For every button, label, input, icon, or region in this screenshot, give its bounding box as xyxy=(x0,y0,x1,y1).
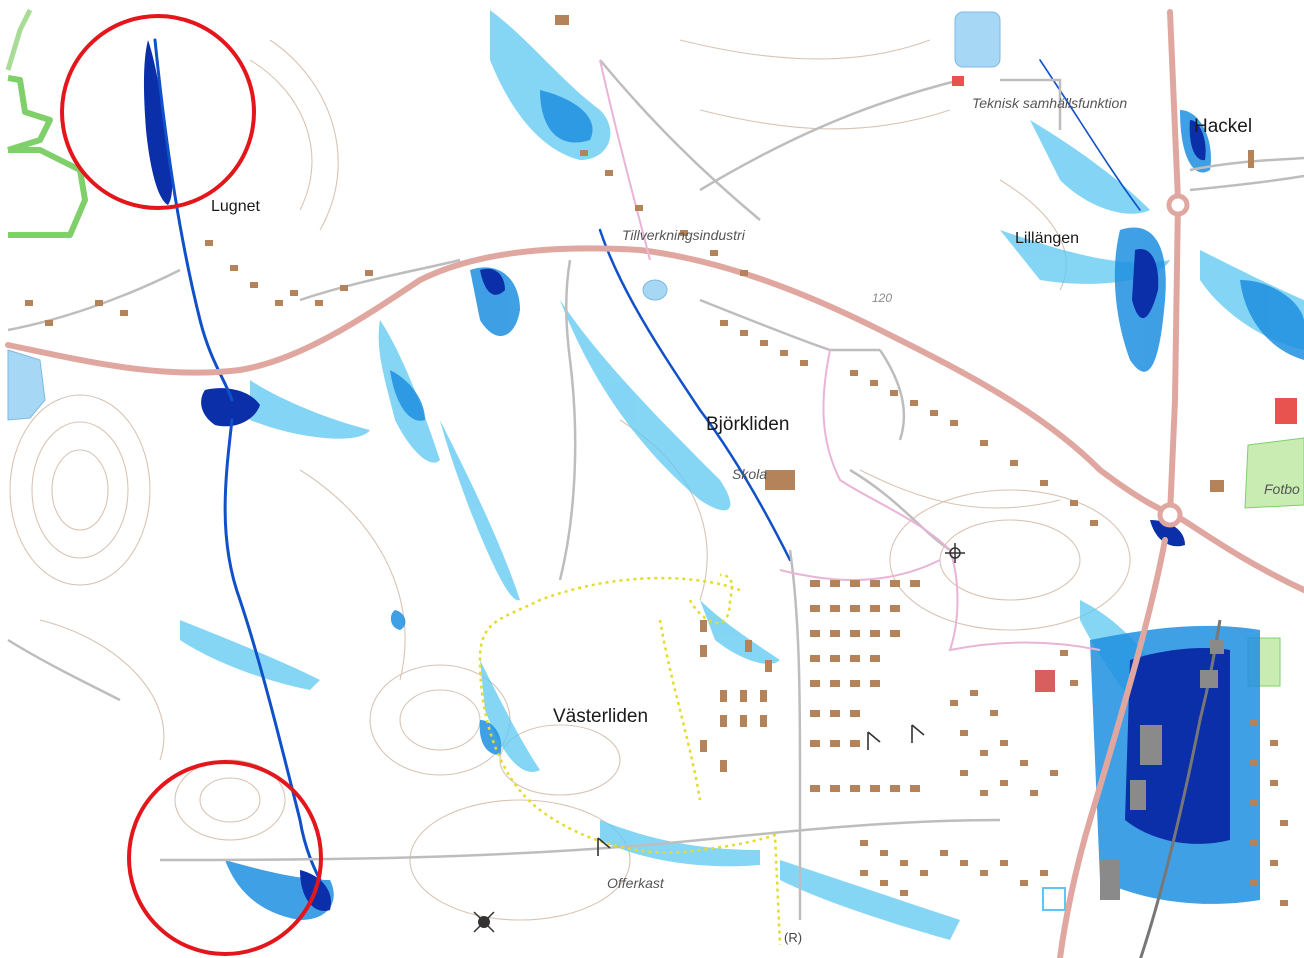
pink-paths xyxy=(599,59,1101,652)
label-tillverkningsindustri: Tillverkningsindustri xyxy=(622,227,746,243)
label-bjorkliden: Björkliden xyxy=(706,414,789,435)
highlight-markers xyxy=(60,14,323,956)
flood-extent-deep xyxy=(143,40,1230,911)
roundabouts xyxy=(1157,193,1190,528)
main-roads xyxy=(5,9,1304,958)
railway xyxy=(1139,619,1222,958)
label-teknisk-samhallsfunktion: Teknisk samhällsfunktion xyxy=(972,95,1127,111)
highlight-circle-south xyxy=(127,760,323,956)
sports-field xyxy=(1244,437,1304,509)
label-fotboll: Fotbo xyxy=(1264,481,1300,497)
summit-icon xyxy=(473,911,495,933)
industrial-buildings xyxy=(1100,640,1224,900)
boundary-line-upper xyxy=(5,8,33,71)
highlight-circle-north xyxy=(60,14,256,210)
streams xyxy=(153,38,1141,882)
label-lillangen: Lillängen xyxy=(1015,230,1079,247)
buildings-vasterliden xyxy=(700,580,1288,906)
label-lugnet: Lugnet xyxy=(211,198,260,215)
boundary-line xyxy=(7,75,53,153)
label-vasterliden: Västerliden xyxy=(553,706,648,727)
label-offerkast: Offerkast xyxy=(607,875,665,891)
buildings xyxy=(25,15,1254,526)
label-skola: Skola xyxy=(732,466,767,482)
secondary-roads xyxy=(7,59,1304,920)
label-elevation-120: 120 xyxy=(872,291,892,305)
boundary-line-west xyxy=(8,147,88,238)
pond-tillverkning xyxy=(642,279,668,301)
hiking-trail-west xyxy=(658,619,702,801)
parking-icon xyxy=(1042,887,1066,911)
label-ruin: (R) xyxy=(784,930,802,945)
contour-lines xyxy=(9,39,1131,921)
pond-north xyxy=(954,11,1001,68)
utility-building xyxy=(952,76,964,86)
public-building-red xyxy=(1275,398,1297,424)
label-hackel: Hackel xyxy=(1194,116,1252,137)
ski-lift-icon xyxy=(597,724,925,856)
lake xyxy=(7,349,46,421)
viewpoint-icon xyxy=(945,543,965,563)
hiking-trail xyxy=(478,573,782,946)
